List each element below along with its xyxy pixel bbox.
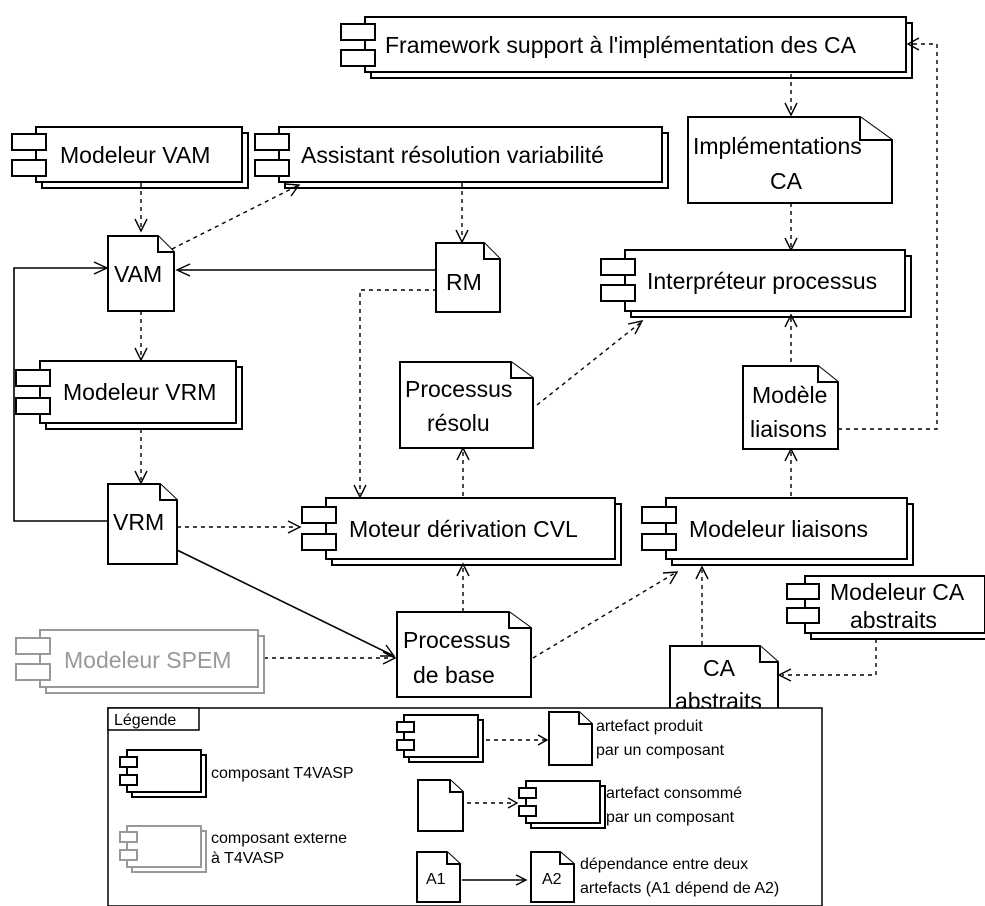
component-modeleur-spem: Modeleur SPEM bbox=[15, 629, 265, 694]
legend-a2-doc-icon: A2 bbox=[530, 851, 575, 903]
legend-produit-doc-icon bbox=[548, 711, 593, 766]
modeleur-ca-label-line2: abstraits bbox=[850, 607, 937, 633]
legend-a1-label: A1 bbox=[426, 871, 446, 888]
edge-processus-resolu-to-interpreteur bbox=[536, 322, 641, 406]
edge-modeleur-ca-to-ca-abstraits bbox=[782, 639, 877, 676]
legend-produit-component-icon bbox=[396, 714, 484, 763]
edge-vrm-to-moteur-arrowhead bbox=[287, 520, 302, 534]
component-framework: Framework support à l'implémentation des… bbox=[340, 16, 913, 79]
component-moteur: Moteur dérivation CVL bbox=[301, 497, 622, 566]
legend-title: Légende bbox=[114, 712, 176, 729]
edge-rm-to-vam-arrowhead bbox=[175, 263, 191, 277]
modele-liaisons-label-line1: Modèle bbox=[752, 382, 827, 408]
vrm-label: VRM bbox=[113, 509, 164, 535]
edge-modele-liaisons-to-framework bbox=[838, 43, 938, 430]
edge-ca-abstraits-to-modeleur-liaisons-arrowhead bbox=[695, 565, 709, 580]
legend-produit-label-line1: artefact produit bbox=[596, 718, 703, 735]
artifact-processus-de-base: Processus de base bbox=[396, 611, 532, 698]
edge-framework-to-implementations-arrowhead bbox=[784, 102, 798, 117]
edge-vam-to-assistant-arrowhead bbox=[284, 183, 301, 197]
processus-base-label-line2: de base bbox=[413, 662, 495, 688]
framework-label: Framework support à l'implémentation des… bbox=[385, 32, 857, 58]
modeleur-spem-label: Modeleur SPEM bbox=[64, 647, 231, 673]
assistant-label: Assistant résolution variabilité bbox=[301, 142, 604, 168]
vam-label: VAM bbox=[114, 261, 162, 287]
legend-externe-label-line2: à T4VASP bbox=[211, 850, 284, 867]
legend-consomme-label-line2: par un composant bbox=[606, 809, 735, 826]
legend-dependance-arrowhead bbox=[515, 874, 528, 886]
implementations-label-line2: CA bbox=[770, 168, 803, 194]
artifact-modele-liaisons: Modèle liaisons bbox=[742, 365, 839, 450]
edge-processus-base-to-modeleur-liaisons-arrowhead bbox=[662, 571, 679, 585]
edge-vrm-to-processus-base bbox=[176, 549, 393, 656]
modeleur-liaisons-label: Modeleur liaisons bbox=[689, 516, 868, 542]
component-modeleur-liaisons: Modeleur liaisons bbox=[641, 497, 914, 566]
artifact-processus-resolu: Processus résolu bbox=[399, 361, 534, 449]
processus-resolu-label-line1: Processus bbox=[405, 376, 512, 402]
edge-modele-liaisons-to-interpreteur-arrowhead bbox=[784, 313, 798, 328]
edge-processus-resolu-to-interpreteur-arrowhead bbox=[627, 319, 644, 335]
legend-consomme-doc-icon bbox=[417, 779, 464, 832]
interpreteur-label: Interpréteur processus bbox=[647, 268, 877, 294]
modeleur-ca-label-line1: Modeleur CA bbox=[830, 579, 965, 605]
legend-externe-label-line1: composant externe bbox=[211, 830, 347, 847]
edge-processus-base-to-modeleur-liaisons bbox=[532, 572, 676, 659]
artifact-rm: RM bbox=[435, 242, 501, 313]
artifact-vrm: VRM bbox=[107, 483, 178, 565]
edge-modeleur-vam-to-vam-arrowhead bbox=[134, 218, 148, 233]
component-modeleur-ca-abstraits: Modeleur CA abstraits bbox=[786, 575, 985, 640]
legend-produit-arrowhead bbox=[537, 734, 549, 746]
processus-base-label-line1: Processus bbox=[403, 627, 510, 653]
artifact-implementations-ca: Implémentations CA bbox=[687, 116, 893, 204]
processus-resolu-label-line2: résolu bbox=[427, 410, 490, 436]
legend-dependance-label-line2: artefacts (A1 dépend de A2) bbox=[580, 880, 779, 897]
legend-produit-label-line2: par un composant bbox=[596, 742, 725, 759]
modeleur-vam-label: Modeleur VAM bbox=[60, 142, 210, 168]
moteur-label: Moteur dérivation CVL bbox=[349, 516, 578, 542]
legend-component-icon bbox=[119, 749, 207, 798]
modeleur-vrm-label: Modeleur VRM bbox=[63, 379, 216, 405]
edge-modele-liaisons-to-framework-arrowhead bbox=[906, 37, 920, 51]
legend-consomme-arrowhead bbox=[507, 797, 519, 809]
edge-vam-to-assistant bbox=[171, 185, 298, 250]
edge-vrm-to-processus-base-arrowhead bbox=[380, 644, 396, 657]
component-assistant: Assistant résolution variabilité bbox=[254, 126, 669, 189]
rm-label: RM bbox=[446, 269, 482, 295]
component-modeleur-vrm: Modeleur VRM bbox=[15, 360, 243, 430]
edge-spem-to-processus-base-arrowhead bbox=[382, 651, 397, 665]
legend-a2-label: A2 bbox=[542, 871, 562, 888]
modele-liaisons-label-line2: liaisons bbox=[750, 416, 827, 442]
edge-vrm-to-vam bbox=[13, 267, 108, 522]
artifact-vam: VAM bbox=[107, 235, 175, 312]
legend-dependance-label-line1: dépendance entre deux bbox=[580, 856, 748, 873]
artifact-ca-abstraits: CA abstraits bbox=[669, 645, 779, 719]
connectors bbox=[13, 37, 938, 682]
component-modeleur-vam: Modeleur VAM bbox=[11, 126, 249, 189]
edge-rm-to-moteur bbox=[359, 289, 437, 494]
legend-external-component-icon bbox=[119, 825, 207, 873]
legend: Légende composant T4VASP composant exter… bbox=[107, 707, 823, 906]
legend-consomme-label-line1: artefact consommé bbox=[606, 785, 742, 802]
ca-abstraits-label-line1: CA bbox=[703, 655, 736, 681]
legend-composant-label: composant T4VASP bbox=[211, 765, 354, 782]
legend-consomme-component-icon bbox=[518, 780, 606, 829]
implementations-label-line1: Implémentations bbox=[693, 133, 862, 159]
component-interpreteur: Interpréteur processus bbox=[600, 249, 912, 318]
legend-a1-doc-icon: A1 bbox=[416, 851, 461, 903]
